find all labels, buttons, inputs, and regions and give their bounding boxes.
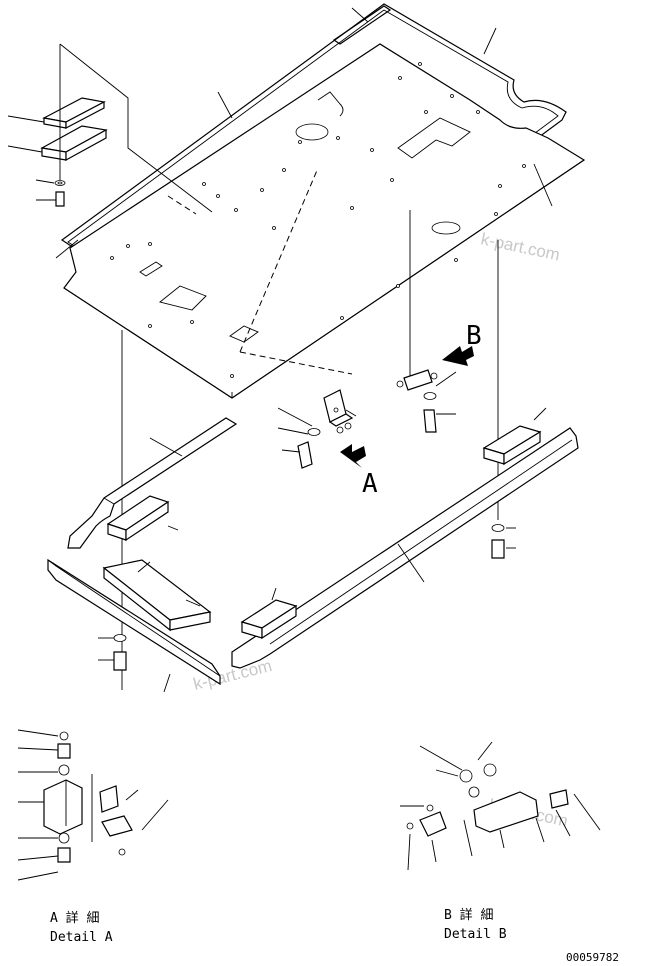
washer-left-lower xyxy=(113,634,127,642)
floor-plate-assembly xyxy=(60,3,586,399)
rail-right xyxy=(231,427,579,669)
upper-left-brackets xyxy=(40,43,213,213)
floor-seal xyxy=(60,3,567,359)
valve-a-bolt xyxy=(297,441,313,469)
drawing-number: 00059782 xyxy=(566,951,619,964)
plate-cutout-round xyxy=(295,123,329,141)
plate-holes xyxy=(110,62,526,378)
detail-b-block xyxy=(473,791,539,833)
callout-a: A xyxy=(362,469,378,499)
rail-left-upper xyxy=(67,417,238,549)
arrow-a xyxy=(340,444,366,468)
floor-plate xyxy=(63,43,586,399)
bolt-upper-left xyxy=(55,191,65,207)
callout-b: B xyxy=(466,321,482,351)
valve-b-bolt xyxy=(423,409,437,433)
valve-b xyxy=(396,369,457,433)
detail-b-en: Detail B xyxy=(444,927,507,942)
detail-a-jp: A 詳 細 xyxy=(50,910,99,926)
detail-a-en: Detail A xyxy=(50,930,113,945)
arrow-b xyxy=(442,346,474,366)
leader-lines-frame xyxy=(98,407,547,693)
bolt-right-lower xyxy=(491,539,505,559)
valve-a xyxy=(277,389,357,469)
detail-a-block xyxy=(43,779,83,835)
leader-lines-top xyxy=(7,7,553,259)
watermark-2: k-part.com xyxy=(479,229,561,264)
washer-right-lower xyxy=(491,524,505,532)
detail-b-jp: B 詳 細 xyxy=(444,907,493,923)
detail-b-drawing xyxy=(400,741,601,871)
frame-rails xyxy=(47,417,579,686)
seal-strip xyxy=(332,5,392,45)
beam-front xyxy=(47,558,221,686)
bolt-left-lower xyxy=(113,651,127,671)
valve-b-body xyxy=(403,369,433,391)
detail-a-drawing xyxy=(17,729,169,881)
plate-cutout-slot xyxy=(397,117,471,159)
